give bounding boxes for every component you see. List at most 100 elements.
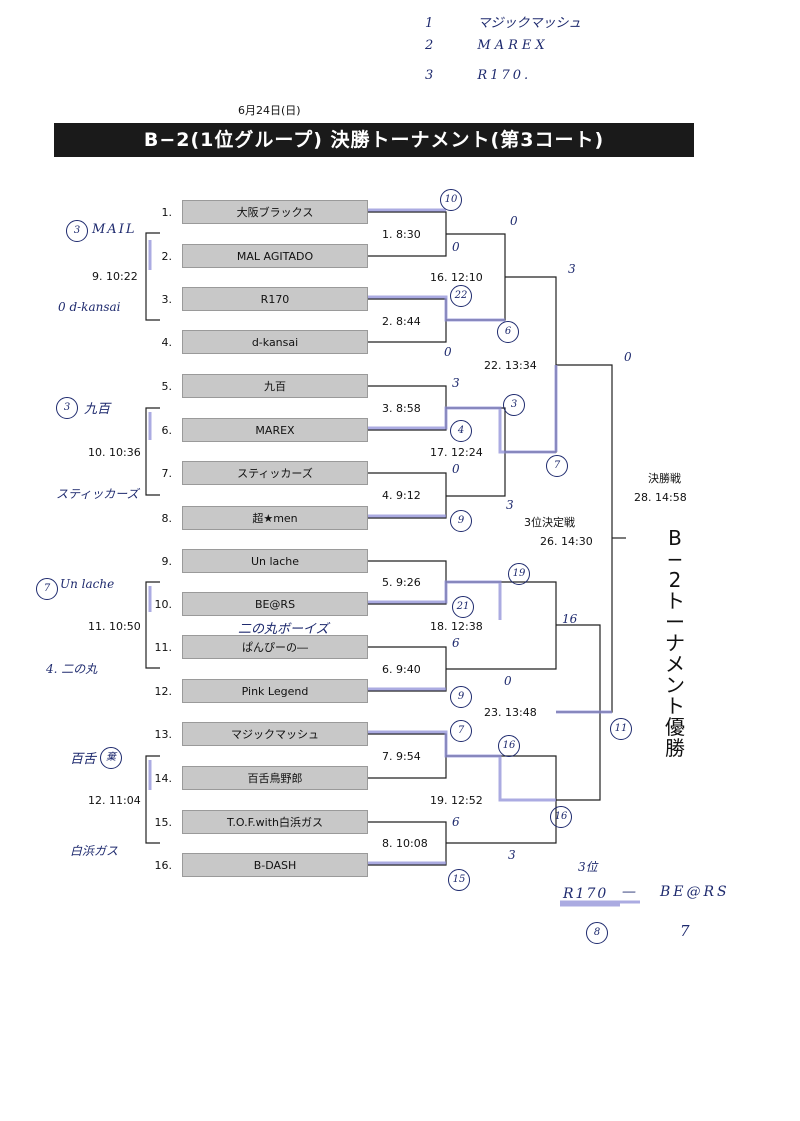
match-time: 22. 13:34 xyxy=(484,359,537,372)
team-slot: 超★men xyxy=(182,506,368,530)
match-time: 7. 9:54 xyxy=(382,750,421,763)
hw-score: 0 xyxy=(452,462,460,476)
team-number: 6. xyxy=(161,424,173,437)
circled-score: 7 xyxy=(546,455,568,477)
circled-score: 8 xyxy=(586,922,608,944)
team-slot: 大阪ブラックス xyxy=(182,200,368,224)
left-match-time: 12. 11:04 xyxy=(88,794,141,807)
match-time: 23. 13:48 xyxy=(484,706,537,719)
hw-score: 0 xyxy=(510,214,518,228)
event-date: 6月24日(日) xyxy=(238,104,301,117)
team-number: 7. xyxy=(161,467,173,480)
team-slot: ぱんぴーの― xyxy=(182,635,368,659)
circled-mark: 棄 xyxy=(100,747,122,769)
team-number: 16. xyxy=(154,859,173,872)
team-slot: マジックマッシュ xyxy=(182,722,368,746)
hw-note: Un lache xyxy=(60,577,115,591)
circled-score: 21 xyxy=(452,596,474,618)
team-number: 2. xyxy=(161,250,173,263)
circled-score: 11 xyxy=(610,718,632,740)
circled-score: 7 xyxy=(450,720,472,742)
team-number: 5. xyxy=(161,380,173,393)
team-number: 4. xyxy=(161,336,173,349)
team-slot: Un lache xyxy=(182,549,368,573)
match-time: 5. 9:26 xyxy=(382,576,421,589)
circled-score: 10 xyxy=(440,189,462,211)
hw-third-right: BE@RS xyxy=(660,884,730,900)
hw-rank-1: 1 マジックマッシュ xyxy=(425,12,581,31)
match-time: 4. 9:12 xyxy=(382,489,421,502)
hw-rank-name: R170. xyxy=(477,68,532,83)
hw-third-left: R170 xyxy=(563,886,609,902)
match-time: 3. 8:58 xyxy=(382,402,421,415)
hw-score: 6 xyxy=(452,815,460,829)
team-number: 1. xyxy=(161,206,173,219)
match-time: 16. 12:10 xyxy=(430,271,483,284)
left-match-time: 11. 10:50 xyxy=(88,620,141,633)
team-number: 12. xyxy=(154,685,173,698)
hw-score: 3 xyxy=(568,262,576,276)
hw-rank-3: 3 R170. xyxy=(425,68,531,83)
hw-score: 0 xyxy=(624,350,632,364)
circled-score: 3 xyxy=(503,394,525,416)
team-slot: d-kansai xyxy=(182,330,368,354)
circled-score: 16 xyxy=(550,806,572,828)
team-slot: Pink Legend xyxy=(182,679,368,703)
circled-score: 9 xyxy=(450,686,472,708)
third-place-label: 3位決定戦 xyxy=(524,516,575,529)
hw-rank-num: 3 xyxy=(425,68,434,83)
hw-note: 白浜ガス xyxy=(70,844,119,858)
team-slot: 百舌鳥野郎 xyxy=(182,766,368,790)
third-place-time: 26. 14:30 xyxy=(540,535,593,548)
team-number: 15. xyxy=(154,816,173,829)
match-time: 17. 12:24 xyxy=(430,446,483,459)
hw-score: 0 xyxy=(444,345,452,359)
team-slot: T.O.F.with白浜ガス xyxy=(182,810,368,834)
team-number: 9. xyxy=(161,555,173,568)
circled-score: 19 xyxy=(508,563,530,585)
left-match-time: 10. 10:36 xyxy=(88,446,141,459)
left-match-time: 9. 10:22 xyxy=(92,270,138,283)
rename-note: 二の丸ボーイズ xyxy=(238,622,329,637)
hw-score: 3 xyxy=(452,376,460,390)
team-number: 13. xyxy=(154,728,173,741)
hw-rank-2: 2 MAREX xyxy=(425,38,549,53)
match-time: 6. 9:40 xyxy=(382,663,421,676)
circled-score: 6 xyxy=(497,321,519,343)
hw-rank-name: MAREX xyxy=(477,38,549,53)
team-number: 10. xyxy=(154,598,173,611)
final-label: 決勝戦 xyxy=(648,472,681,485)
circled-score: 15 xyxy=(448,869,470,891)
circled-score: 16 xyxy=(498,735,520,757)
hw-note: 九百 xyxy=(84,402,111,417)
champion-vertical-title: B−2トーナメント優勝 xyxy=(665,526,685,760)
team-number: 11. xyxy=(154,641,173,654)
match-time: 2. 8:44 xyxy=(382,315,421,328)
team-slot: B-DASH xyxy=(182,853,368,877)
page-title: B−2(1位グループ) 決勝トーナメント(第3コート) xyxy=(54,123,694,157)
hw-score: 0 xyxy=(452,240,460,254)
team-slot: MAREX xyxy=(182,418,368,442)
hw-score: 6 xyxy=(452,636,460,650)
hw-note: 0 d-kansai xyxy=(58,300,121,314)
circled-score: 7 xyxy=(36,578,58,600)
hw-score: 3 xyxy=(506,498,514,512)
hw-score: 0 xyxy=(504,674,512,688)
circled-score: 3 xyxy=(56,397,78,419)
match-time: 18. 12:38 xyxy=(430,620,483,633)
team-slot: スティッカーズ xyxy=(182,461,368,485)
circled-score: 22 xyxy=(450,285,472,307)
hw-third-label: 3位 xyxy=(578,860,598,874)
circled-score: 3 xyxy=(66,220,88,242)
team-slot: R170 xyxy=(182,287,368,311)
hw-note: 4. 二の丸 xyxy=(46,662,98,676)
hw-rank-name: マジックマッシュ xyxy=(477,16,582,31)
hw-score: 3 xyxy=(508,848,516,862)
match-time: 1. 8:30 xyxy=(382,228,421,241)
hw-score: 7 xyxy=(680,922,690,940)
match-time: 8. 10:08 xyxy=(382,837,428,850)
team-slot: MAL AGITADO xyxy=(182,244,368,268)
team-slot: 九百 xyxy=(182,374,368,398)
hw-third-dash: — xyxy=(622,884,636,900)
hw-rank-num: 1 xyxy=(425,16,434,31)
